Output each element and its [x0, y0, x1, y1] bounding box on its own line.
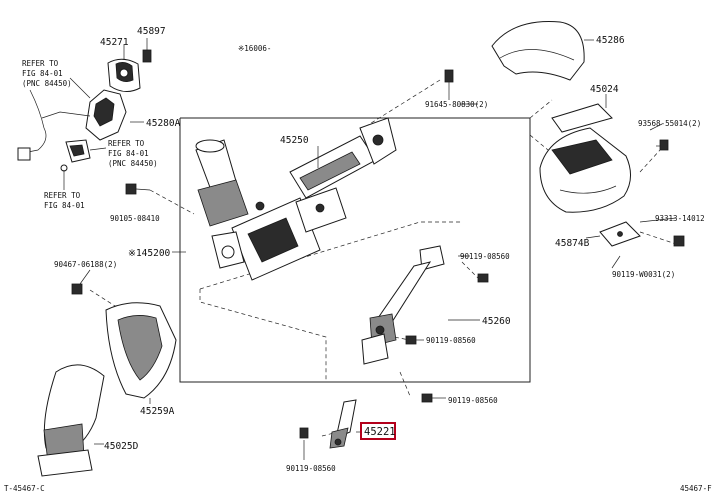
part-93313-bolt[interactable] [673, 235, 685, 247]
refer-note-1[interactable]: REFER TO FIG 84-01 (PNC 84450) [22, 59, 72, 88]
refer-note-3-line-1: REFER TO [44, 191, 81, 200]
header-ref-note: ※16006- [238, 44, 271, 53]
refer-note-1-line-1: REFER TO [22, 59, 59, 68]
part-45897-screw[interactable] [142, 38, 152, 63]
refer-note-3[interactable]: REFER TO FIG 84-01 [44, 191, 85, 210]
part-45271-clamp[interactable] [107, 58, 141, 92]
highlight-45221[interactable]: 45221 [360, 422, 396, 440]
label-90105[interactable]: 90105-08410 [110, 214, 160, 223]
label-45221[interactable]: 45221 [364, 426, 396, 438]
refer-note-2-line-3: (PNC 84450) [108, 159, 158, 168]
label-45250[interactable]: 45250 [280, 135, 309, 146]
footer-left-code: T-45467-C [4, 484, 45, 493]
label-45259a[interactable]: 45259A [140, 406, 175, 417]
part-45280a-bracket[interactable] [60, 89, 127, 172]
label-45025d[interactable]: 45025D [104, 441, 139, 452]
part-90105-bolt[interactable] [125, 183, 151, 195]
leader-lines [63, 39, 677, 460]
part-45260-intermediate-shaft[interactable] [361, 245, 445, 365]
part-45250-column-assembly[interactable] [195, 117, 397, 281]
part-45286-upper-cover[interactable] [491, 21, 585, 81]
label-45897[interactable]: 45897 [137, 26, 166, 37]
label-90119-w0031[interactable]: 90119-W0031(2) [612, 270, 675, 279]
refer-note-2-line-2: FIG 84-01 [108, 149, 149, 158]
label-45260[interactable]: 45260 [482, 316, 511, 327]
part-90467-clip[interactable] [71, 283, 83, 295]
part-91645-bolt[interactable] [444, 69, 454, 100]
part-45024-lower-cover[interactable] [539, 103, 631, 213]
refer-note-2-line-1: REFER TO [108, 139, 145, 148]
label-45024[interactable]: 45024 [590, 84, 619, 95]
label-145200[interactable]: ※145200 [128, 248, 171, 259]
part-93568-screw[interactable] [656, 139, 669, 151]
part-45221-shaft[interactable] [329, 399, 357, 449]
label-90119-08560-d[interactable]: 90119-08560 [286, 464, 336, 473]
label-90119-08560-b[interactable]: 90119-08560 [426, 336, 476, 345]
part-45874b-plate[interactable] [599, 221, 641, 247]
assembly-frame [179, 117, 531, 383]
label-45280a[interactable]: 45280A [146, 118, 181, 129]
label-91645[interactable]: 91645-80830(2) [425, 100, 488, 109]
wire-harness [17, 89, 91, 161]
label-90119-08560-a[interactable]: 90119-08560 [460, 252, 510, 261]
refer-note-2[interactable]: REFER TO FIG 84-01 (PNC 84450) [108, 139, 158, 168]
part-45259a-cover[interactable] [105, 302, 177, 399]
label-45271[interactable]: 45271 [100, 37, 129, 48]
refer-note-1-line-3: (PNC 84450) [22, 79, 72, 88]
label-93568[interactable]: 93568-55014(2) [638, 119, 701, 128]
label-90467[interactable]: 90467-06188(2) [54, 260, 117, 269]
label-45874b[interactable]: 45874B [555, 238, 590, 249]
label-90119-08560-c[interactable]: 90119-08560 [448, 396, 498, 405]
label-45286[interactable]: 45286 [596, 35, 625, 46]
part-45025d-boot[interactable] [37, 364, 105, 477]
label-93313[interactable]: 93313-14012 [655, 214, 705, 223]
refer-note-1-line-2: FIG 84-01 [22, 69, 63, 78]
footer-right-code: 45467-F [680, 484, 712, 493]
refer-note-3-line-2: FIG 84-01 [44, 201, 85, 210]
